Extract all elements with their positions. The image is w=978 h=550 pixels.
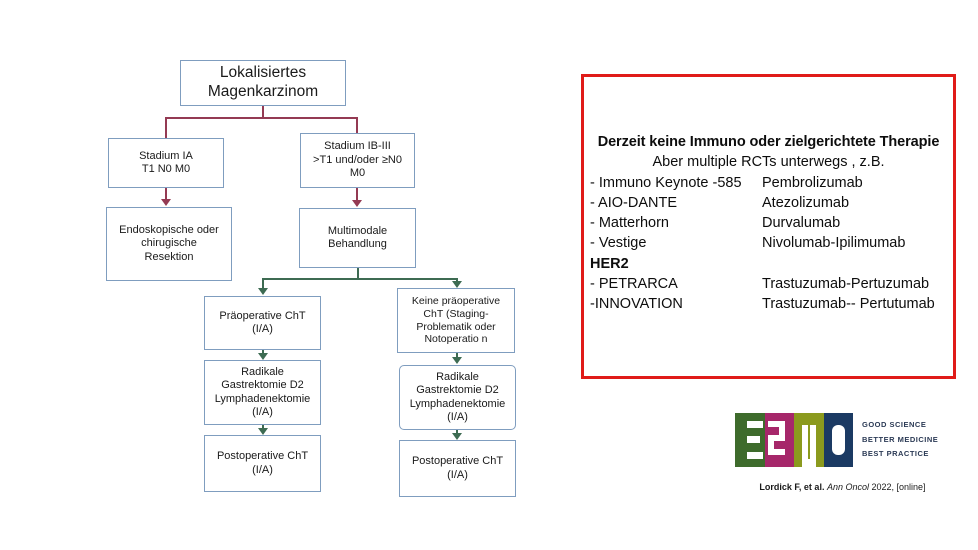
arrow-stageib-multimodal <box>352 200 362 207</box>
trial-name: - PETRARCA <box>590 276 678 293</box>
esmo-logo-icon <box>735 413 853 467</box>
flowchart-node-postoperative-cht-right[interactable]: Postoperative ChT(I/A) <box>399 440 516 497</box>
arrow-praeop-radikal <box>258 353 268 360</box>
connector-to-stage-ia <box>165 117 167 138</box>
trial-name: - Immuno Keynote -585 <box>590 174 742 191</box>
connector-multimodal-stem <box>357 268 359 279</box>
citation-journal: Ann Oncol <box>826 482 869 492</box>
node-label: Postoperative ChT(I/A) <box>411 455 504 481</box>
connector-to-stage-ibiii <box>356 117 358 133</box>
trial-row: - PETRARCA Trastuzumab-Pertuzumab <box>590 274 947 294</box>
trial-row: - Matterhorn Durvalumab <box>590 213 947 233</box>
flowchart-node-postoperative-cht-left[interactable]: Postoperative ChT(I/A) <box>204 435 321 492</box>
connector-stageib-multimodal <box>356 188 358 201</box>
trial-row: -INNOVATION Trastuzumab-- Pertutumab <box>590 294 947 314</box>
callout-heading: Derzeit keine Immuno oder zielgerichtete… <box>597 134 940 150</box>
connector-root-split-bar <box>165 117 358 119</box>
trial-row: - Immuno Keynote -585 Pembrolizumab <box>590 173 947 193</box>
arrow-radikal-postop-right <box>452 433 462 440</box>
arrow-keine-radikal <box>452 357 462 364</box>
node-label: Präoperative ChT(I/A) <box>219 309 306 335</box>
drug-name: Trastuzumab-- Pertutumab <box>762 296 935 313</box>
arrow-to-praeop <box>258 288 268 295</box>
connector-multimodal-split-bar <box>262 278 458 280</box>
esmo-tagline-line: GOOD SCIENCE <box>862 420 927 429</box>
callout-subheading: Aber multiple RCTs unterwegs , z.B. <box>652 154 885 171</box>
drug-name: Nivolumab-Ipilimumab <box>762 235 906 252</box>
connector-stageia-resektion <box>165 188 167 200</box>
callout-her2-label: HER2 <box>590 255 629 272</box>
connector-root-stem <box>262 106 264 118</box>
trial-name: -INNOVATION <box>590 296 683 313</box>
connector-to-keine-praeop <box>456 278 458 283</box>
drug-name: Pembrolizumab <box>762 174 863 191</box>
arrow-to-keine-praeop <box>452 281 462 288</box>
arrow-stageia-resektion <box>161 199 171 206</box>
esmo-tagline-line: BEST PRACTICE <box>862 449 929 459</box>
drug-name: Atezolizumab <box>762 194 850 211</box>
drug-name: Durvalumab <box>762 215 841 232</box>
trial-row: - Vestige Nivolumab-Ipilimumab <box>590 233 947 253</box>
connector-keine-radikal <box>456 353 458 358</box>
esmo-logo-block: GOOD SCIENCE BETTER MEDICINE BEST PRACTI… <box>735 413 960 508</box>
citation: Lordick F, et al. Ann Oncol 2022, [onlin… <box>725 482 960 492</box>
drug-name: Trastuzumab-Pertuzumab <box>762 276 930 293</box>
flowchart-node-preoperative-cht[interactable]: Präoperative ChT(I/A) <box>204 296 321 350</box>
trial-name: - Matterhorn <box>590 215 669 232</box>
connector-radikal-postop-right <box>456 430 458 434</box>
esmo-tagline-line: BETTER MEDICINE <box>862 434 939 444</box>
trial-name: - Vestige <box>590 235 647 252</box>
arrow-radikal-postop-left <box>258 428 268 435</box>
citation-rest: 2022, [online] <box>871 482 926 492</box>
esmo-tagline: GOOD SCIENCE BETTER MEDICINE BEST PRACTI… <box>862 418 938 462</box>
citation-author: Lordick F, et al. <box>759 482 825 492</box>
node-label: Postoperative ChT(I/A) <box>216 450 309 476</box>
trial-name: - AIO-DANTE <box>590 194 678 211</box>
connector-to-praeop <box>262 278 264 289</box>
callout-box-ongoing-trials: Derzeit keine Immuno oder zielgerichtete… <box>581 74 956 379</box>
trial-row: - AIO-DANTE Atezolizumab <box>590 193 947 213</box>
connector-praeop-radikal <box>262 350 264 354</box>
connector-radikal-postop-left <box>262 425 264 429</box>
